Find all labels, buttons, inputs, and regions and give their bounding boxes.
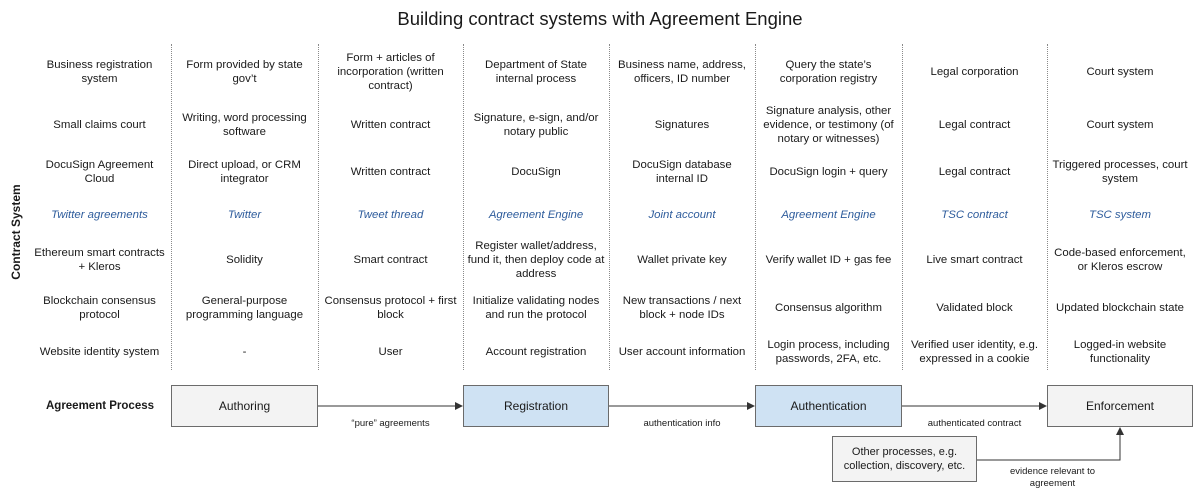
column-divider [171, 44, 172, 370]
grid-cell: Verified user identity, e.g. expressed i… [910, 339, 1039, 365]
grid-cell: Smart contract [353, 254, 428, 266]
grid-cell: Updated blockchain state [1056, 302, 1184, 314]
grid-cell: Validated block [936, 302, 1013, 314]
grid-cell: DocuSign [511, 166, 561, 178]
grid-cell: Logged-in website functionality [1073, 339, 1167, 365]
other-processes-box: Other processes, e.g. collection, discov… [832, 436, 977, 482]
grid-cell: Initialize validating nodes and run the … [472, 295, 600, 321]
diagram-title: Building contract systems with Agreement… [397, 8, 803, 29]
grid-cell: Tweet thread [357, 209, 424, 221]
grid-cell: DocuSign login + query [769, 166, 888, 178]
grid-cell: - [242, 346, 247, 358]
grid-cell: Form provided by state gov’t [186, 59, 303, 85]
grid-cell: Register wallet/address, fund it, then d… [467, 240, 605, 280]
grid-cell: Writing, word processing software [182, 112, 307, 138]
grid-cell: Live smart contract [926, 254, 1023, 266]
grid-cell: Login process, including passwords, 2FA,… [767, 339, 890, 365]
grid-cell: Solidity [226, 254, 263, 266]
edge-label-pure: “pure” agreements [351, 418, 430, 429]
grid-cell: Business name, address, officers, ID num… [618, 59, 746, 85]
grid-cell: Wallet private key [637, 254, 727, 266]
grid-cell: Signatures [654, 119, 710, 131]
authoring-box: Authoring [171, 385, 318, 427]
grid-cell: TSC system [1088, 209, 1152, 221]
row-label: Small claims court [53, 119, 146, 131]
authentication-box: Authentication [755, 385, 902, 427]
grid-cell: Consensus algorithm [775, 302, 882, 314]
edge-label-auth-info: authentication info [643, 418, 721, 429]
arrow-other-to-enforcement [977, 427, 1124, 461]
grid-cell: Legal corporation [930, 66, 1019, 78]
registration-box: Registration [463, 385, 609, 427]
grid-cell: Agreement Engine [488, 209, 584, 221]
column-divider [318, 44, 319, 370]
grid-cell: TSC contract [941, 209, 1008, 221]
grid-cell: Form + articles of incorporation (writte… [337, 52, 444, 92]
edge-label-authenticated: authenticated contract [927, 418, 1022, 429]
column-divider [902, 44, 903, 370]
grid-cell: General-purpose programming language [185, 295, 304, 321]
grid-cell: Written contract [350, 119, 431, 131]
column-divider [463, 44, 464, 370]
grid-cell: Twitter [227, 209, 262, 221]
row-label: Twitter agreements [51, 209, 148, 221]
grid-cell: Legal contract [938, 166, 1011, 178]
row-label: Website identity system [39, 346, 160, 358]
grid-cell: Code-based enforcement, or Kleros escrow [1054, 247, 1186, 273]
row-label: Business registration system [46, 59, 153, 85]
grid-cell: Account registration [485, 346, 587, 358]
grid-cell: Direct upload, or CRM integrator [188, 159, 301, 185]
grid-cell: DocuSign database internal ID [632, 159, 732, 185]
agreement-process-label: Agreement Process [45, 400, 155, 412]
grid-cell: Department of State internal process [485, 59, 587, 85]
grid-cell: Agreement Engine [781, 209, 876, 221]
grid-cell: Verify wallet ID + gas fee [765, 254, 892, 266]
row-label: Ethereum smart contracts + Kleros [34, 247, 165, 273]
column-divider [1047, 44, 1048, 370]
grid-cell: New transactions / next block + node IDs [622, 295, 742, 321]
grid-cell: Signature analysis, other evidence, or t… [763, 105, 894, 145]
row-label: DocuSign Agreement Cloud [45, 159, 154, 185]
column-divider [609, 44, 610, 370]
grid-cell: User account information [618, 346, 746, 358]
grid-cell: Signature, e-sign, and/or notary public [473, 112, 599, 138]
grid-cell: Joint account [648, 209, 716, 221]
row-label: Blockchain consensus protocol [43, 295, 156, 321]
grid-cell: Written contract [350, 166, 431, 178]
column-divider [755, 44, 756, 370]
grid-cell: Court system [1086, 66, 1154, 78]
grid-cell: Court system [1086, 119, 1154, 131]
enforcement-box: Enforcement [1047, 385, 1193, 427]
grid-cell: Consensus protocol + first block [324, 295, 457, 321]
grid-cell: Query the state’s corporation registry [779, 59, 878, 85]
grid-cell: User [378, 346, 403, 358]
edge-label-evidence: evidence relevant to agreement [1009, 466, 1096, 489]
grid-cell: Legal contract [938, 119, 1011, 131]
grid-cell: Triggered processes, court system [1052, 159, 1188, 185]
